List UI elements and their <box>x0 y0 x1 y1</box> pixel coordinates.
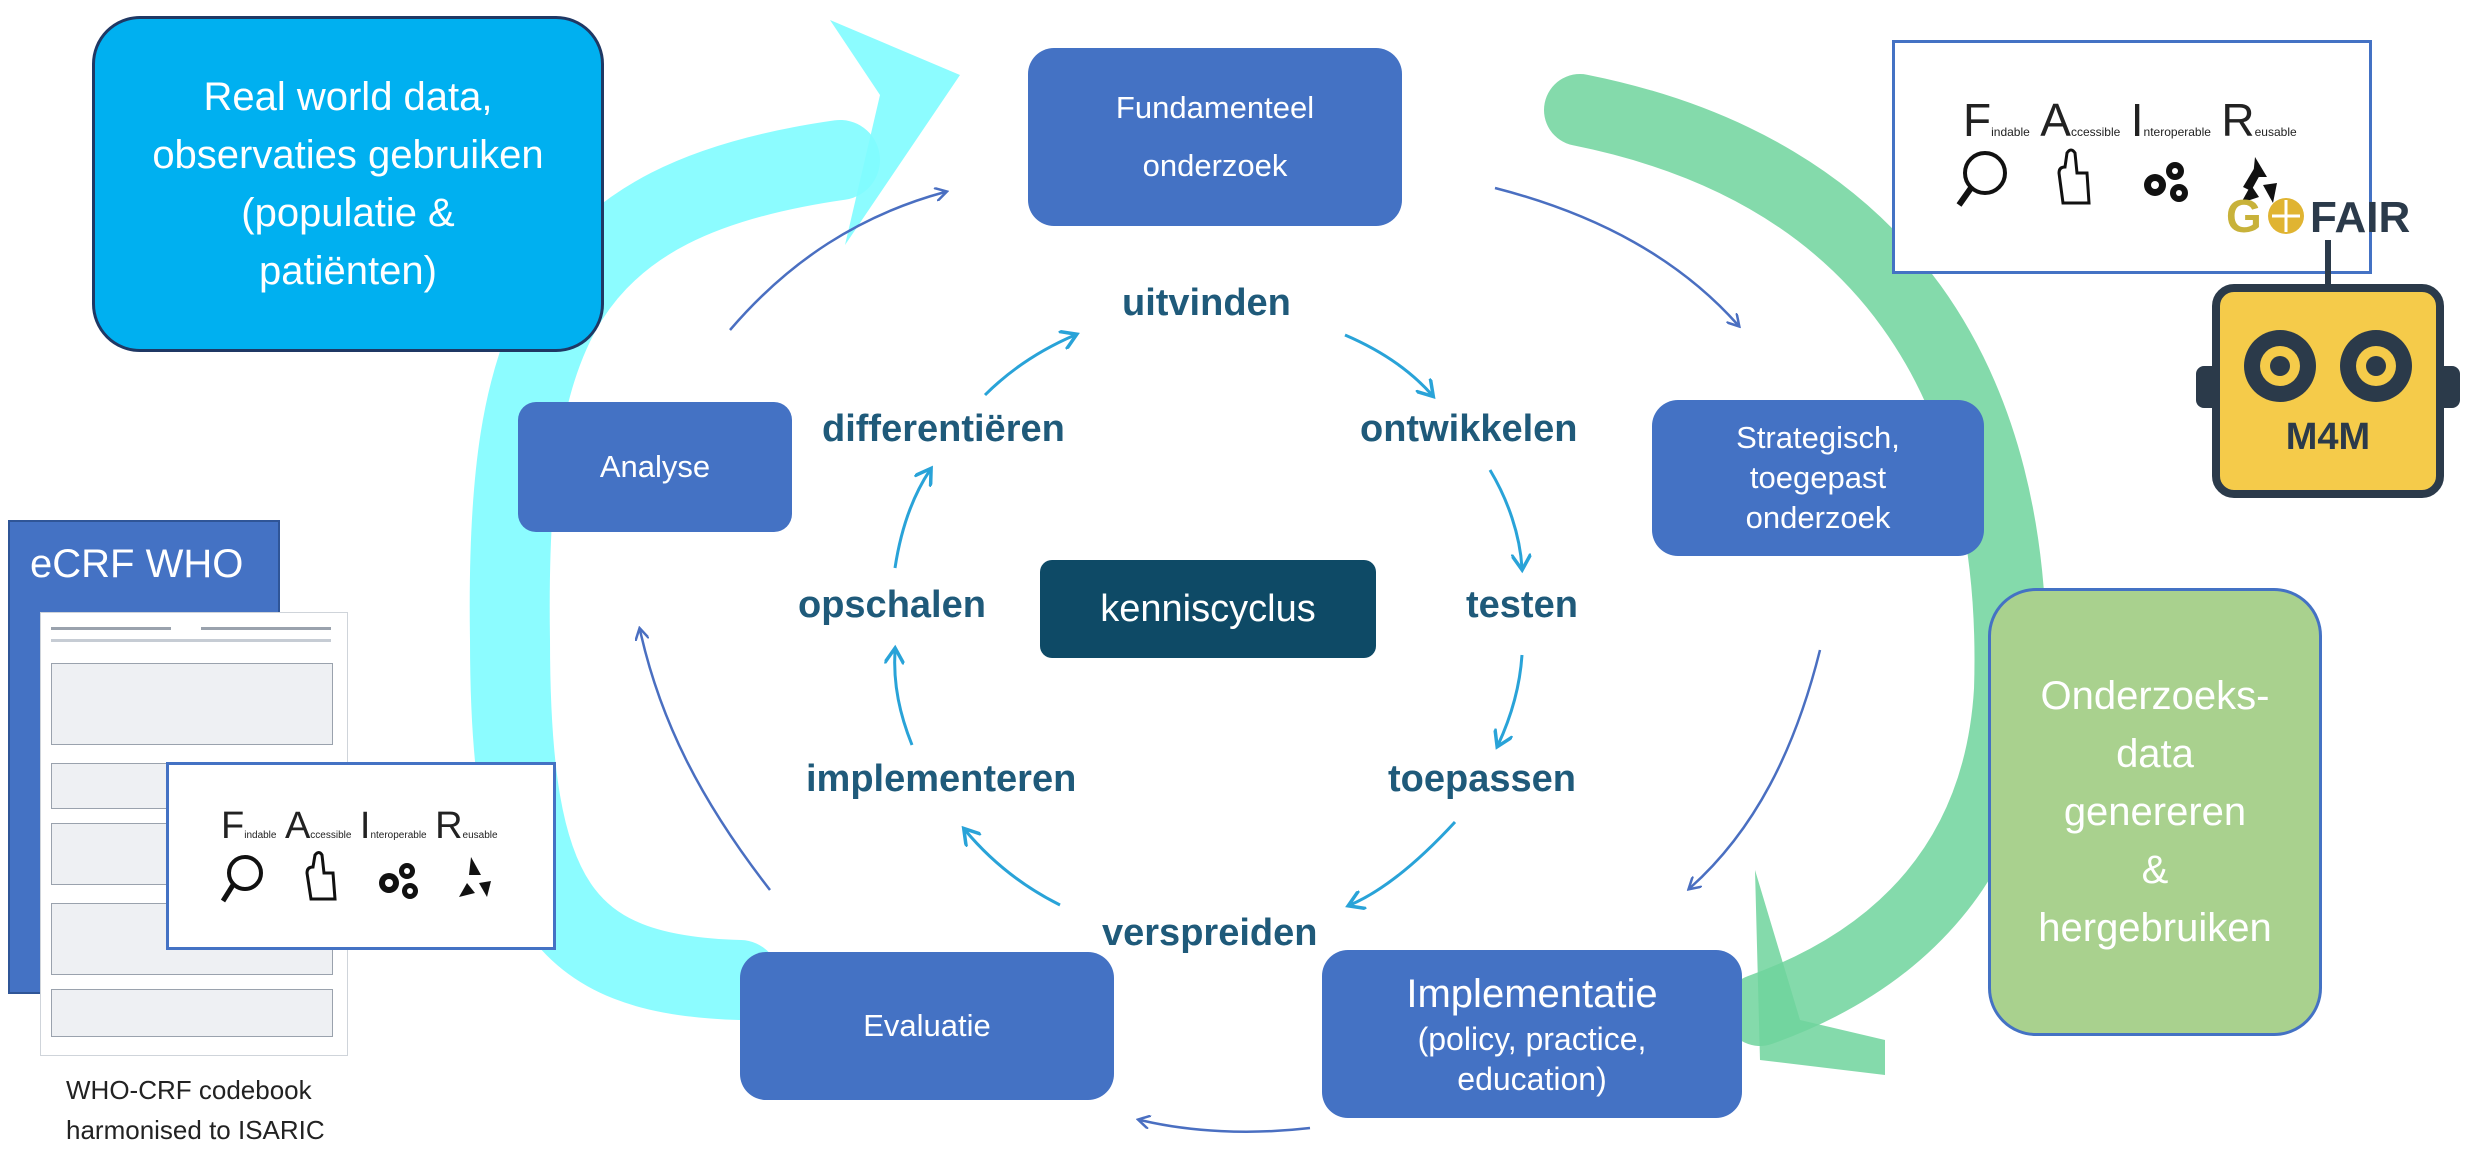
recycle-icon <box>2241 157 2277 203</box>
caption-line-1: WHO-CRF codebook <box>66 1075 312 1105</box>
inner-arrow-2 <box>1488 469 1522 568</box>
cycle-word-differentieren: differentiëren <box>822 408 1065 450</box>
inner-arrow-6 <box>895 650 914 746</box>
who-crf-caption: WHO-CRF codebook harmonised to ISARIC <box>66 1070 325 1150</box>
fair-f-word-left: indable <box>244 830 277 841</box>
cycle-word-verspreiden: verspreiden <box>1102 912 1318 954</box>
outer-arrow-impl-eval <box>1140 1120 1311 1133</box>
fair-r-word-left: eusable <box>462 830 498 841</box>
stage-strategisch-onderzoek: Strategisch, toegepast onderzoek <box>1652 400 1984 556</box>
hand-pointer-icon <box>2057 148 2091 205</box>
robot-icon <box>2196 240 2460 498</box>
onderzoeksdata-box: Onderzoeks- data genereren & hergebruike… <box>1988 588 2322 1036</box>
inner-arrow-8 <box>983 335 1075 397</box>
svg-text:FAIR: FAIR <box>2310 193 2410 242</box>
go-fair-logo: G FAIR <box>2222 186 2462 246</box>
m4m-label: M4M <box>2285 416 2371 458</box>
fair-f-letter-left: F <box>221 805 245 847</box>
cyan-arrow-head <box>830 20 960 245</box>
outer-arrow-eval-analyse <box>640 630 771 891</box>
onderzoeks-line-3: genereren <box>2063 790 2247 834</box>
inner-arrow-3 <box>1498 654 1524 745</box>
cycle-word-toepassen: toepassen <box>1388 758 1576 800</box>
inner-arrow-1 <box>1344 333 1432 395</box>
green-arrow-head <box>1755 870 1885 1075</box>
real-world-line-1: Real world data, <box>203 75 493 119</box>
gears-icon <box>2144 162 2188 202</box>
real-world-data-box: Real world data, observaties gebruiken (… <box>92 16 604 352</box>
m4m-robot-logo: M4M <box>2190 240 2466 500</box>
fair-a-letter-left: A <box>284 805 311 847</box>
stage-analyse: Analyse <box>518 402 792 532</box>
cycle-word-uitvinden: uitvinden <box>1122 282 1291 324</box>
analyse-label: Analyse <box>599 449 711 484</box>
fair-r-word: eusable <box>2254 125 2297 139</box>
hand-pointer-icon <box>305 851 337 901</box>
kenniscyclus-center: kenniscyclus <box>1040 560 1376 658</box>
inner-arrow-5 <box>965 830 1061 907</box>
gears-icon <box>379 863 418 899</box>
fair-icons-left <box>220 851 491 903</box>
fair-i-letter-left: I <box>359 805 371 847</box>
go-fair-mark-icon: G FAIR <box>2226 190 2410 242</box>
cycle-word-testen: testen <box>1466 584 1578 626</box>
inner-arrow-7 <box>893 470 930 569</box>
cyan-feedback-arrow <box>469 120 880 1020</box>
fair-principles-box-top: Findable Accessible Interoperable Reusab… <box>1892 40 2372 274</box>
real-world-line-2: observaties gebruiken <box>152 133 544 177</box>
onderzoeks-line-4: & <box>2141 848 2169 892</box>
strategisch-line-1: Strategisch, <box>1736 420 1900 455</box>
fair-icons-top <box>1956 148 2277 207</box>
caption-line-2: harmonised to ISARIC <box>66 1115 325 1145</box>
magnifier-icon <box>220 855 263 903</box>
fair-r-letter: R <box>2221 94 2255 146</box>
magnifier-icon <box>1956 151 2007 207</box>
stage-evaluatie: Evaluatie <box>740 952 1114 1100</box>
fair-i-word-left: nteroperable <box>370 830 427 841</box>
implementatie-title: Implementatie <box>1406 972 1658 1016</box>
stage-implementatie: Implementatie (policy, practice, educati… <box>1322 950 1742 1118</box>
svg-text:G: G <box>2226 190 2262 242</box>
outer-arrow-analyse-fund <box>729 192 945 331</box>
fundamenteel-line-1: Fundamenteel <box>1115 90 1315 125</box>
cycle-word-opschalen: opschalen <box>798 584 986 626</box>
onderzoeks-line-2: data <box>2116 732 2194 776</box>
strategisch-line-2: toegepast <box>1749 460 1887 495</box>
fundamenteel-line-2: onderzoek <box>1142 148 1288 183</box>
real-world-line-3: (populatie & <box>241 191 455 235</box>
fair-a-word: ccessible <box>2070 125 2121 139</box>
fair-letters-top: Findable Accessible Interoperable Reusab… <box>1963 93 2297 147</box>
fair-a-letter: A <box>2040 94 2071 146</box>
fair-f-word: indable <box>1991 125 2030 139</box>
ecrf-title: eCRF WHO <box>30 542 244 586</box>
real-world-line-4: patiënten) <box>259 249 437 293</box>
fair-letters-left: Findable Accessible Interoperable Reusab… <box>221 805 498 848</box>
fair-f-letter: F <box>1963 94 1992 146</box>
inner-arrow-4 <box>1350 820 1457 905</box>
cycle-word-implementeren: implementeren <box>806 758 1077 800</box>
fair-i-letter: I <box>2130 94 2144 146</box>
outer-arrow-fund-strat <box>1494 186 1738 325</box>
fair-principles-box-left: Findable Accessible Interoperable Reusab… <box>166 762 556 950</box>
fair-a-word-left: ccessible <box>310 830 352 841</box>
evaluatie-label: Evaluatie <box>863 1008 991 1043</box>
strategisch-line-3: onderzoek <box>1745 500 1891 535</box>
cycle-word-ontwikkelen: ontwikkelen <box>1360 408 1578 450</box>
stage-fundamenteel-onderzoek: Fundamenteel onderzoek <box>1028 48 1402 226</box>
onderzoeks-line-5: hergebruiken <box>2038 906 2272 950</box>
fair-r-letter-left: R <box>435 805 463 847</box>
implementatie-line-3: education) <box>1457 1061 1607 1097</box>
outer-arrow-strat-impl <box>1690 649 1822 888</box>
recycle-icon <box>459 857 491 897</box>
implementatie-line-2: (policy, practice, <box>1417 1021 1647 1057</box>
kenniscyclus-label: kenniscyclus <box>1100 587 1316 630</box>
fair-i-word: nteroperable <box>2143 125 2211 139</box>
onderzoeks-line-1: Onderzoeks- <box>2040 674 2270 718</box>
